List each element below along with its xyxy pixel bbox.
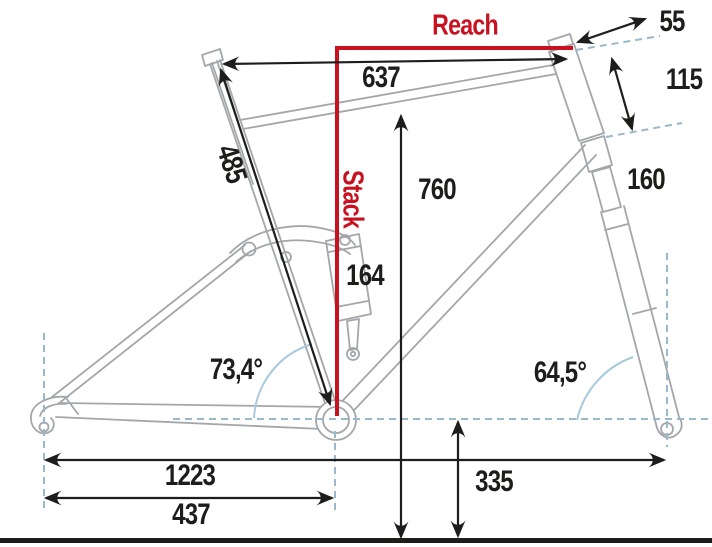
ground-line [0,538,712,543]
shock-length-value: 164 [346,259,384,292]
wheelbase-value: 1223 [164,459,216,492]
head-angle-arc [576,356,634,421]
seat-tube-dimension-arrow [218,67,333,407]
chainstay-value: 437 [172,498,210,531]
down-tube [329,144,597,425]
rear-shock [325,233,372,361]
fork-travel-value: 160 [627,163,665,196]
head-tube [547,33,605,142]
head-bottom-guide [605,122,683,138]
seat-angle-value: 73,4° [209,353,263,386]
head-angle-value: 64,5° [533,356,587,389]
top-tube-dimension-arrow [221,51,569,72]
stack-label: Stack [336,170,369,228]
top-tube-value: 637 [362,61,400,94]
stem-dimension-arrow [575,17,648,44]
head-tube-value: 115 [665,63,703,96]
standover-value: 760 [418,173,456,206]
seatstay [51,244,252,415]
stem-length-value: 55 [659,5,685,38]
reach-label: Reach [432,9,498,42]
bb-height-value: 335 [475,465,513,498]
chainstay [55,402,332,430]
head-tube-dimension-arrow [609,56,635,132]
